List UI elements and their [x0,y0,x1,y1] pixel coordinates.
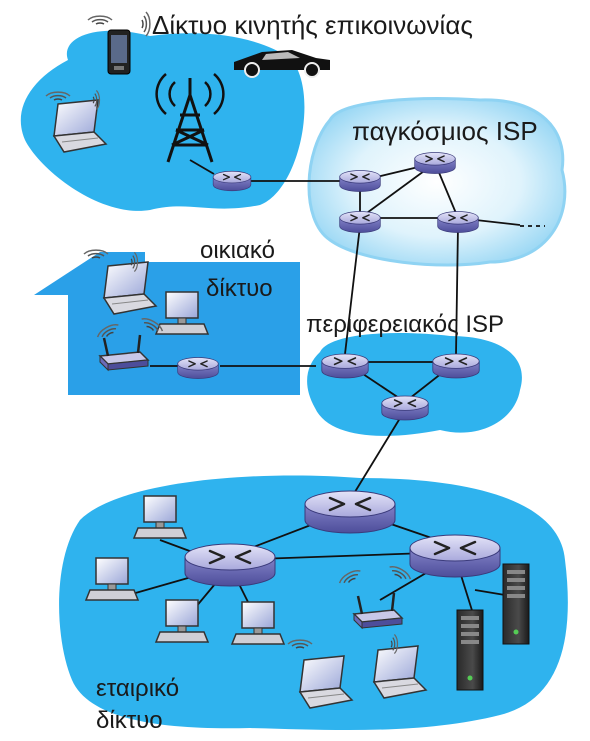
regional-isp-label: περιφερειακός ISP [306,311,505,338]
router-global-3 [339,210,381,234]
home-network-label-line1: οικιακό [200,237,275,264]
server-icon [502,563,530,645]
server-icon [456,609,484,691]
mobile-network-cloud [20,30,305,211]
router-enterprise-1 [303,489,397,535]
home-network-label-line2: δίκτυο [206,275,273,302]
router-regional-1 [320,353,370,379]
router-enterprise-3 [408,533,502,579]
router-global-4 [437,210,479,234]
global-isp-label: παγκόσμιος ISP [352,116,538,146]
cell-tower-icon [155,73,225,163]
router-global-1 [339,169,381,193]
router-home [176,356,220,380]
router-mobile [212,170,252,192]
router-regional-3 [380,395,430,421]
global-isp-cloud-edge [307,97,567,267]
smartphone-icon [107,29,131,75]
mobile-network-label: Δίκτυο κινητής επικοινωνίας [152,10,473,40]
router-enterprise-2 [183,542,277,588]
enterprise-network-label-line2: δίκτυο [96,707,163,734]
router-regional-2 [431,353,481,379]
car-icon [234,50,330,78]
wifi-waves-icon [141,11,151,37]
router-global-2 [414,151,456,175]
enterprise-network-label-line1: εταιρικό [96,675,180,702]
wifi-waves-icon [87,15,113,25]
regional-isp-cloud [307,333,522,436]
